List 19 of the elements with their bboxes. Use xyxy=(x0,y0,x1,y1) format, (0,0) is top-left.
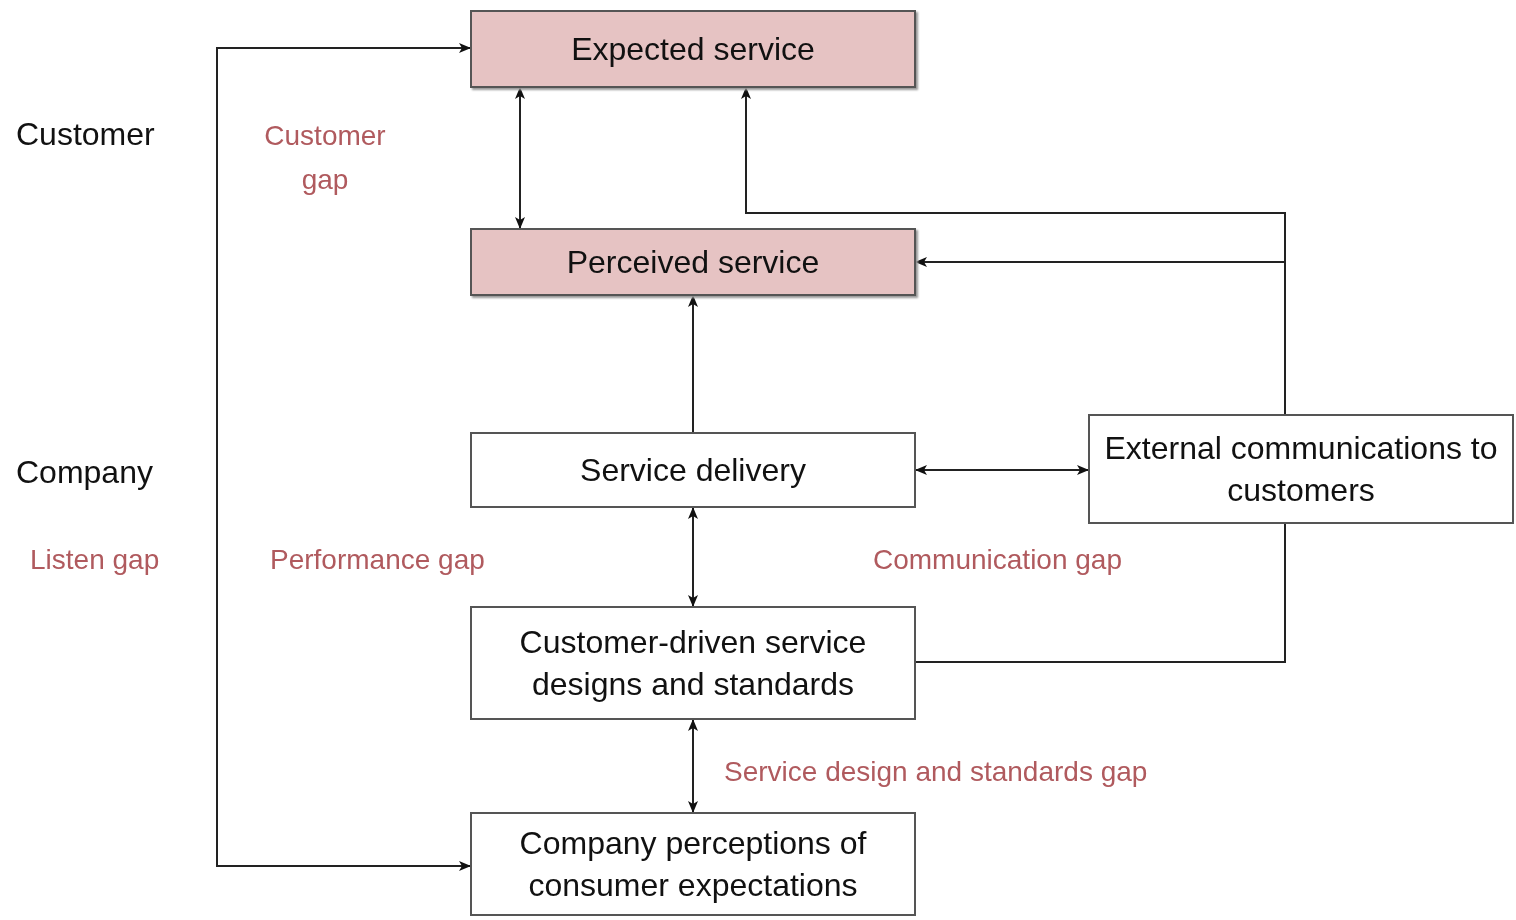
level-label: Customer xyxy=(16,115,156,154)
gap-label: Customer gap xyxy=(263,119,387,197)
arrow xyxy=(216,43,471,871)
level-label: Company xyxy=(16,453,154,492)
process-box: Customer-driven service designs and standards xyxy=(470,606,916,720)
highlighted-box: Perceived service xyxy=(470,228,916,296)
arrow xyxy=(688,295,698,433)
process-box: External communications to customers xyxy=(1088,414,1514,524)
gap-label: Listen gap xyxy=(30,543,161,577)
process-box: Company perceptions of consumer expectations xyxy=(470,812,916,916)
arrow xyxy=(688,507,698,607)
gap-label: Performance gap xyxy=(270,543,486,577)
arrow xyxy=(688,719,698,813)
gap-label: Communication gap xyxy=(872,543,1123,577)
arrow xyxy=(515,87,525,229)
arrow xyxy=(915,465,1089,475)
gap-label: Service design and standards gap xyxy=(724,755,1149,789)
process-box: Service delivery xyxy=(470,432,916,508)
highlighted-box: Expected service xyxy=(470,10,916,88)
